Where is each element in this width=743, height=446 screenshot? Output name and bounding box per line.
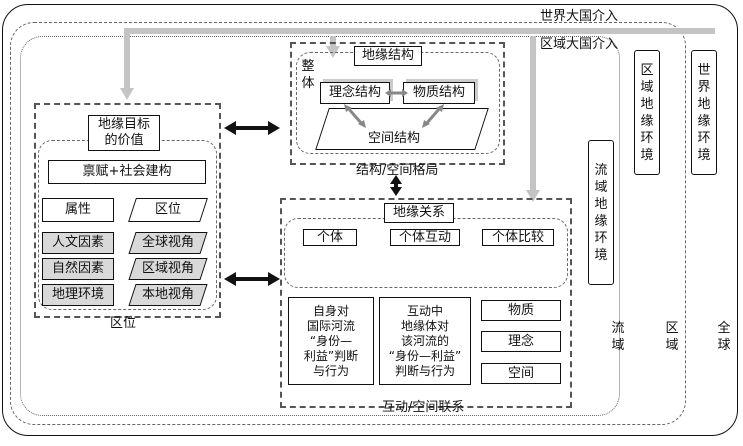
region-env-box: 区域地缘环境 <box>634 50 660 175</box>
region-label: 区域 <box>665 321 679 353</box>
value-caption: 区位 <box>110 316 137 331</box>
individual-header: 个体 <box>303 229 357 246</box>
geo-env-box: 地理环境 <box>42 284 114 306</box>
world-env-box: 世界地缘环境 <box>691 50 717 175</box>
space-box: 空间 <box>481 363 561 384</box>
region-frame <box>10 22 686 425</box>
attribute-box: 属性 <box>42 198 114 222</box>
concept-box: 理念 <box>481 331 561 352</box>
world-intervention-label: 世界大国介入 <box>540 9 619 24</box>
global-label: 全球 <box>717 321 731 353</box>
natural-box: 自然因素 <box>42 258 114 280</box>
basin-frame <box>20 36 620 416</box>
global-frame <box>2 4 738 436</box>
structure-title: 地缘结构 <box>354 46 422 66</box>
concept-structure-box: 理念结构 <box>320 82 390 104</box>
basin-env-box: 流域地缘环境 <box>588 140 614 285</box>
value-title: 地缘目标 的价值 <box>88 115 160 151</box>
material-box: 物质 <box>481 300 561 321</box>
basin-label: 流域 <box>611 321 625 353</box>
judge-self-box: 自身对 国际河流 “身份— 利益”判断 与行为 <box>288 297 374 385</box>
humanities-box: 人文因素 <box>42 232 114 254</box>
structure-frame <box>290 42 505 165</box>
material-structure-box: 物质结构 <box>403 82 475 104</box>
structure-caption: 结构/空间格局 <box>356 163 439 178</box>
structure-whole-label: 整体 <box>301 59 315 91</box>
region-intervention-label: 区域大国介入 <box>540 37 619 52</box>
comparison-header: 个体比较 <box>482 229 554 246</box>
space-structure-label: 空间结构 <box>368 131 421 146</box>
relation-title: 地缘关系 <box>384 203 454 223</box>
interaction-header: 个体互动 <box>390 229 460 246</box>
judge-interaction-box: 互动中 地缘体对 该河流的 “身份—利益” 判断与行为 <box>379 297 471 385</box>
innate-social-box: 禀赋+社会建构 <box>48 160 206 184</box>
relation-frame <box>280 198 572 408</box>
relation-caption: 互动/空间联系 <box>382 400 465 415</box>
value-frame <box>34 103 221 318</box>
